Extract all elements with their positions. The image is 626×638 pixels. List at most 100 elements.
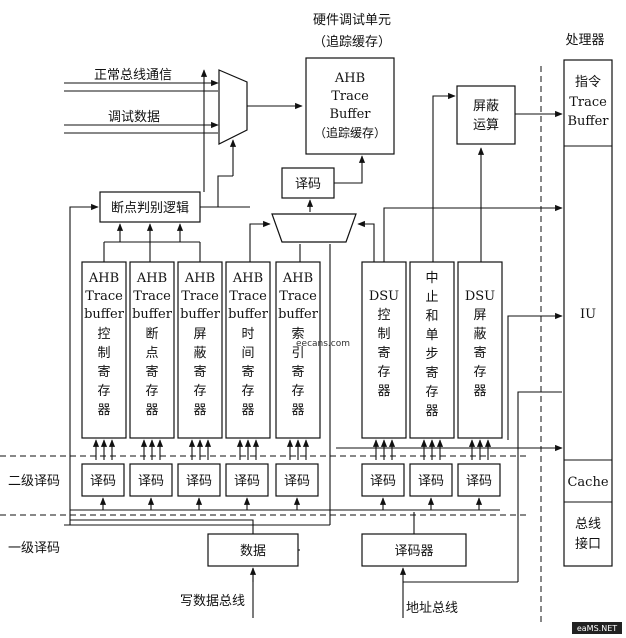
svg-text:存: 存 bbox=[377, 365, 390, 380]
decoder-7 bbox=[409, 463, 453, 497]
svg-text:存: 存 bbox=[193, 384, 206, 399]
svg-text:器: 器 bbox=[241, 403, 254, 418]
register-dsu-control: DSU 控 制 寄 存 器 bbox=[361, 261, 407, 439]
decoder-2 bbox=[129, 463, 173, 497]
register-dsu-mask: DSU 屏 蔽 寄 存 器 bbox=[457, 261, 503, 439]
svg-text:寄: 寄 bbox=[193, 364, 206, 380]
breakpoint-logic-box bbox=[99, 191, 201, 223]
svg-text:AHB: AHB bbox=[136, 271, 167, 286]
svg-text:AHB: AHB bbox=[184, 271, 215, 286]
iu-feedback-line bbox=[507, 312, 563, 440]
svg-text:AHB: AHB bbox=[282, 271, 313, 286]
register-bottom-arrows bbox=[92, 439, 492, 460]
instr-line2: Trace bbox=[569, 95, 607, 110]
svg-text:步: 步 bbox=[425, 347, 438, 362]
bus-if-line2: 接口 bbox=[575, 536, 601, 552]
svg-text:译码: 译码 bbox=[370, 474, 396, 489]
top-decode-label: 译码 bbox=[295, 177, 321, 192]
title-line2: （追踪缓存） bbox=[313, 34, 391, 50]
decoder-input-arrows bbox=[64, 457, 500, 526]
top-decode-box bbox=[281, 167, 335, 199]
svg-text:止: 止 bbox=[425, 290, 438, 305]
register-ahb-mask: AHB Trace buffer 屏 蔽 寄 存 器 bbox=[177, 242, 223, 439]
level1-decode-label: 一级译码 bbox=[8, 541, 60, 556]
register-column: AHB Trace buffer 控 制 寄 存 器 AHB Trace buf… bbox=[81, 242, 503, 439]
svg-text:译码: 译码 bbox=[138, 474, 164, 489]
dsu-to-processor-arrow bbox=[383, 204, 563, 262]
svg-text:DSU: DSU bbox=[369, 289, 399, 304]
svg-text:断: 断 bbox=[145, 327, 158, 342]
svg-text:寄: 寄 bbox=[291, 364, 304, 380]
svg-text:存: 存 bbox=[425, 385, 438, 400]
instr-line1: 指令 bbox=[575, 75, 601, 90]
decoder-3 bbox=[177, 463, 221, 497]
register-ahb-breakpoint: AHB Trace buffer 断 点 寄 存 器 bbox=[129, 242, 175, 439]
svg-text:Trace: Trace bbox=[229, 289, 267, 304]
svg-text:器: 器 bbox=[97, 403, 110, 418]
svg-text:器: 器 bbox=[193, 403, 206, 418]
data-box-label: 数据 bbox=[240, 544, 266, 559]
svg-text:寄: 寄 bbox=[377, 345, 390, 361]
register-halt-step: 中 止 和 单 步 寄 存 器 bbox=[409, 261, 455, 439]
mask-op-line1: 屏蔽 bbox=[473, 99, 499, 114]
svg-text:buffer: buffer bbox=[278, 307, 319, 322]
trace-buffer-line3: Buffer bbox=[329, 107, 371, 122]
svg-text:器: 器 bbox=[473, 384, 486, 399]
breakpoint-to-mux-line bbox=[200, 175, 233, 208]
left-feedback-arrow bbox=[69, 203, 99, 525]
register-ahb-control: AHB Trace buffer 控 制 寄 存 器 bbox=[81, 242, 127, 439]
svg-text:屏: 屏 bbox=[193, 327, 206, 342]
svg-text:中: 中 bbox=[425, 271, 438, 286]
addr-bus-label: 地址总线 bbox=[406, 601, 458, 616]
svg-text:Trace: Trace bbox=[279, 289, 317, 304]
svg-text:Trace: Trace bbox=[85, 289, 123, 304]
svg-text:寄: 寄 bbox=[145, 364, 158, 380]
decoder-box-label: 译码器 bbox=[394, 544, 433, 559]
svg-text:制: 制 bbox=[97, 346, 110, 361]
svg-text:间: 间 bbox=[241, 346, 254, 361]
svg-text:译码: 译码 bbox=[284, 474, 310, 489]
decoder-1 bbox=[81, 463, 125, 497]
decoder-box bbox=[361, 533, 467, 567]
svg-text:引: 引 bbox=[291, 346, 304, 361]
breakpoint-logic-label: 断点判别逻辑 bbox=[111, 201, 189, 216]
svg-text:器: 器 bbox=[145, 403, 158, 418]
svg-text:时: 时 bbox=[241, 327, 254, 342]
iu-label: IU bbox=[580, 307, 596, 322]
time-to-mux-arrow bbox=[249, 220, 271, 262]
svg-text:译码: 译码 bbox=[90, 474, 116, 489]
svg-text:buffer: buffer bbox=[180, 307, 221, 322]
svg-text:Trace: Trace bbox=[181, 289, 219, 304]
svg-text:AHB: AHB bbox=[88, 271, 119, 286]
mask-operation-box bbox=[456, 85, 516, 145]
svg-text:译码: 译码 bbox=[186, 474, 212, 489]
iu-addr-line bbox=[517, 391, 562, 520]
svg-text:蔽: 蔽 bbox=[473, 327, 486, 342]
svg-text:屏: 屏 bbox=[473, 308, 486, 323]
processor-label: 处理器 bbox=[565, 33, 604, 48]
svg-text:制: 制 bbox=[377, 327, 390, 342]
svg-text:和: 和 bbox=[425, 309, 438, 324]
cache-label: Cache bbox=[567, 475, 608, 490]
svg-text:控: 控 bbox=[377, 308, 390, 323]
corner-mark: eaMS.NET bbox=[577, 624, 617, 633]
decoder-8 bbox=[457, 463, 501, 497]
trace-buffer-line1: AHB bbox=[334, 71, 365, 86]
svg-text:寄: 寄 bbox=[97, 364, 110, 380]
svg-text:buffer: buffer bbox=[228, 307, 269, 322]
svg-text:译码: 译码 bbox=[466, 474, 492, 489]
register-ahb-index: AHB Trace buffer 索 引 寄 存 器 bbox=[275, 261, 321, 439]
decoder-6 bbox=[361, 463, 405, 497]
trace-buffer-line4: （追踪缓存） bbox=[314, 125, 386, 140]
decoder-4 bbox=[225, 463, 269, 497]
mask-op-line2: 运算 bbox=[473, 118, 499, 133]
svg-text:器: 器 bbox=[425, 404, 438, 419]
svg-text:Trace: Trace bbox=[133, 289, 171, 304]
svg-text:点: 点 bbox=[145, 346, 158, 361]
svg-text:器: 器 bbox=[291, 403, 304, 418]
svg-text:DSU: DSU bbox=[465, 289, 495, 304]
decode-to-buffer-arrow bbox=[334, 155, 366, 184]
ahb-trace-buffer bbox=[305, 57, 395, 155]
input-mux bbox=[218, 69, 248, 145]
